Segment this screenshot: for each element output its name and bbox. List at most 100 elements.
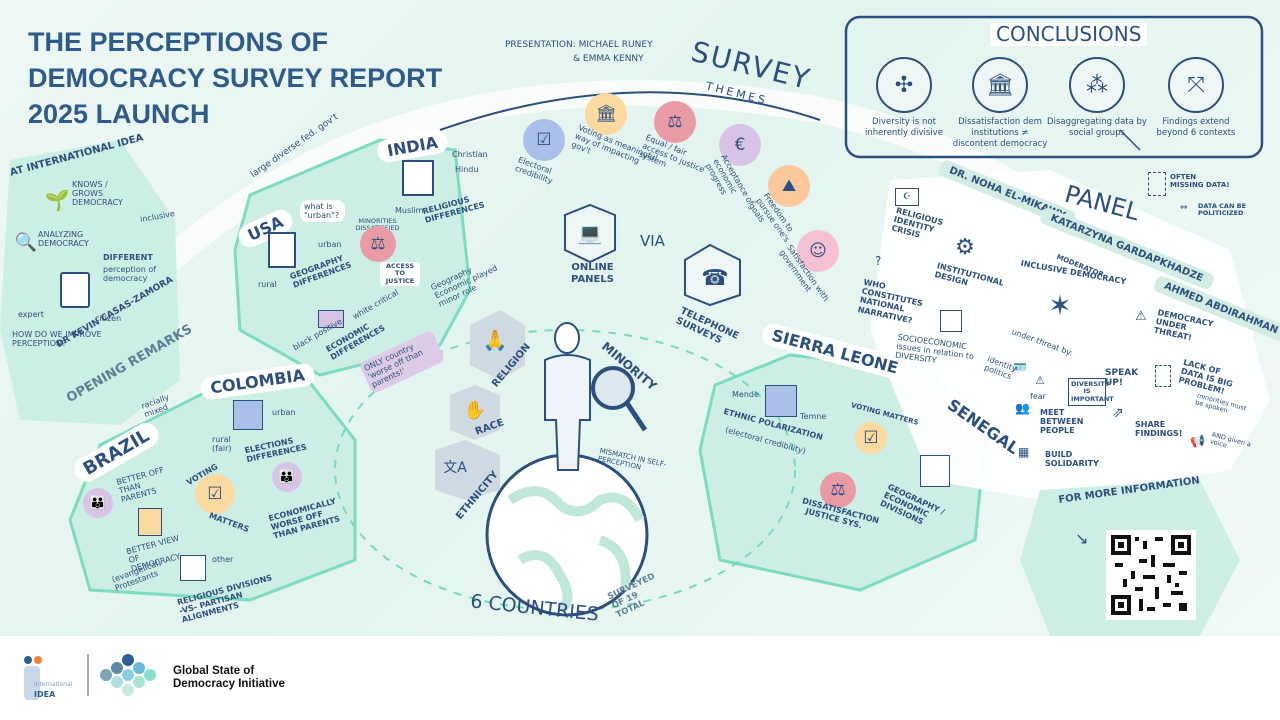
access-justice-label: ACCESS TO JUSTICE: [380, 262, 420, 287]
christian-label: Christian: [452, 150, 488, 159]
analyzing-label: ANALYZING DEMOCRACY: [38, 230, 89, 249]
qr-code[interactable]: [1106, 530, 1196, 620]
gsod-label: Global State of: [173, 665, 255, 677]
speak-up-label: SPEAK UP!: [1105, 368, 1139, 389]
globe-continents: [507, 486, 645, 615]
ballot-icon: ☑: [523, 119, 565, 161]
urban-label: urban: [318, 240, 342, 249]
idea-small-label: International: [34, 681, 73, 688]
share-arrows-icon: ⇗: [1112, 405, 1124, 421]
citizen-label: citizen: [95, 314, 122, 323]
title-line: THE PERCEPTIONS OF: [28, 27, 329, 57]
magnifier-arrows-icon: ⤧: [1168, 57, 1224, 113]
online-panels-label: ONLINE PANELS: [571, 262, 614, 285]
conclusion-item: Diversity is not inherently divisive: [865, 117, 943, 139]
knows-grows-label: KNOWS / GROWS DEMOCRACY: [72, 180, 123, 208]
title-line: 2025 LAUNCH: [28, 99, 210, 129]
graphic-recording-canvas: THE PERCEPTIONS OF DEMOCRACY SURVEY REPO…: [0, 0, 1280, 636]
online-hex: [564, 203, 616, 264]
warning-icon: ⚠: [1135, 309, 1147, 324]
telephone-icon: ☎: [701, 265, 729, 291]
share-label: SHARE findings!: [1135, 420, 1183, 439]
arc-line: [439, 91, 821, 131]
vote-paper-icon: [138, 508, 162, 536]
praying-hands-icon: 🙏: [482, 328, 508, 352]
diversity-sign: DIVERSITY is IMPORTANT: [1068, 378, 1114, 407]
house-icon: [268, 232, 296, 268]
voting-institution-icon: 🏛: [585, 93, 627, 135]
ballot-box-icon: [765, 385, 797, 417]
conclusions-border: [844, 15, 1264, 159]
what-urban-bubble: what is "urban"?: [300, 200, 345, 223]
hands-icon: ✋: [463, 399, 487, 421]
international-idea-logo: International IDEA: [22, 656, 82, 706]
perception-label: perception of democracy: [103, 265, 157, 284]
happy-building-icon: ☺: [797, 230, 839, 272]
question-label: HOW DO WE IMPROVE PERCEPTION?: [12, 330, 102, 349]
voting-hand-icon: [940, 310, 962, 332]
mende-label: Mende: [732, 390, 759, 399]
magnifier-icon: 🔍: [14, 231, 38, 253]
people-icon: 👪: [83, 488, 113, 518]
missing-data-label: OFTEN MISSING DATA!: [1170, 173, 1230, 190]
footer-bar: International IDEA Global State of Democ…: [0, 636, 1280, 720]
religion-hex: [470, 310, 525, 380]
missing-data-icon: [1155, 365, 1171, 387]
meet-label: MEET between people: [1040, 408, 1084, 436]
mosque-flag-icon: ☪: [895, 188, 919, 206]
qr-code-pattern: [1111, 535, 1191, 615]
other-label: other: [212, 555, 234, 564]
gsod-hexagon-logo: [100, 654, 156, 696]
identity-cards-icon: 🪪: [1013, 360, 1027, 374]
laptop-icon: 💻: [577, 220, 603, 245]
gear-icon: ⚙: [955, 234, 975, 260]
conclusion-item: Findings extend beyond 6 contexts: [1156, 117, 1236, 139]
cracked-ground-icon: ✣: [876, 57, 932, 113]
megaphone-icon: 📢: [1190, 434, 1205, 448]
via-label: VIA: [640, 232, 665, 250]
logo-divider: [87, 654, 89, 696]
different-label: DIFFERENT: [103, 253, 153, 262]
warning-icon: ⚠: [1035, 374, 1045, 387]
hindu-label: Hindu: [455, 165, 479, 174]
social-groups-icon: ⁂: [1069, 57, 1125, 113]
sprout-icon: 🌱: [44, 188, 70, 212]
church-icon: [180, 555, 206, 581]
idea-label: IDEA: [34, 690, 56, 699]
arrow-icon: ↘: [1075, 529, 1089, 548]
scales-icon: ⚖: [820, 472, 856, 508]
politicize-arrows-icon: ⇔: [1180, 203, 1188, 213]
opening-hex: [0, 140, 180, 425]
ballot-box-icon: [233, 400, 263, 430]
presenter-label: & EMMA KENNY: [573, 54, 644, 64]
presenter-label: PRESENTATION: MICHAEL RUNEY: [505, 40, 653, 50]
conclusions-heading: CONCLUSIONS: [990, 23, 1148, 46]
coin-icon: €: [719, 124, 761, 166]
rural-label: rural: [258, 280, 277, 289]
house-icon: [920, 455, 950, 487]
money-icon: [318, 310, 344, 328]
scales-icon: ⚖: [654, 101, 696, 143]
institution-icon: 🏛: [972, 57, 1028, 113]
ballot-icon: ☑: [195, 474, 235, 514]
muslim-label: Muslim: [395, 206, 424, 215]
build-label: BUILD solidarity: [1045, 450, 1099, 469]
title-line: DEMOCRACY SURVEY REPORT: [28, 63, 443, 93]
conclusion-item: Dissatisfaction dem institutions ≠ disco…: [952, 117, 1048, 150]
rural-fair-label: rural (fair): [212, 435, 232, 454]
people-icon: 👪: [272, 462, 302, 492]
question-icon: ?: [875, 254, 882, 268]
magnifier: [591, 366, 635, 410]
mountain-flag-icon: ⛰: [768, 165, 810, 207]
conclusion-item: Disaggregating data by social groups: [1047, 117, 1147, 139]
politicized-label: DATA CAN BE POLITICIZED: [1198, 202, 1247, 218]
expert-label: expert: [18, 310, 44, 319]
cracked-tree-icon: ✶: [1048, 288, 1072, 322]
person-figure: [544, 354, 591, 471]
scales-icon: ⚖: [360, 226, 396, 262]
missing-data-icon: [1148, 172, 1166, 196]
ballot-box-icon: [60, 272, 90, 308]
language-icon: 文A: [443, 460, 467, 476]
ballot-icon: ☑: [855, 422, 887, 454]
temple-icon: [402, 160, 434, 196]
